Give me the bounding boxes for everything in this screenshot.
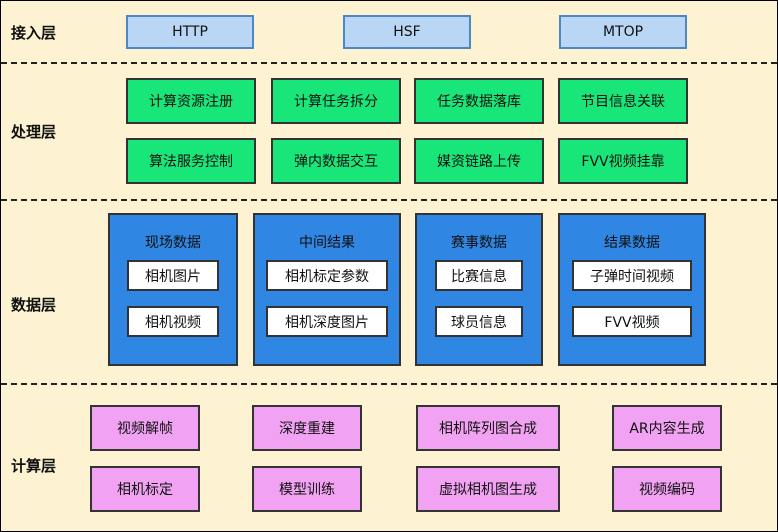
layer-label-processing: 处理层 [11, 123, 57, 141]
layer-divider [1, 199, 777, 201]
processing-box: 计算任务拆分 [271, 78, 401, 124]
data-group: 赛事数据 比赛信息 球员信息 [415, 213, 543, 366]
compute-box: 相机标定 [90, 466, 200, 512]
data-group-title: 结果数据 [604, 235, 660, 251]
data-item: 比赛信息 [435, 260, 523, 291]
compute-box: 相机阵列图合成 [416, 405, 560, 451]
processing-box: 任务数据落库 [414, 78, 544, 124]
layer-divider [1, 62, 777, 64]
access-box-hsf: HSF [343, 15, 471, 49]
compute-box: 模型训练 [252, 466, 362, 512]
data-group-title: 中间结果 [299, 235, 355, 251]
compute-box: 视频解帧 [90, 405, 200, 451]
data-item: 相机深度图片 [266, 306, 388, 337]
data-group-title: 赛事数据 [451, 235, 507, 251]
compute-box: AR内容生成 [612, 405, 722, 451]
layer-label-data: 数据层 [11, 296, 57, 314]
data-item: 球员信息 [435, 306, 523, 337]
layer-label-access: 接入层 [11, 24, 57, 42]
data-item: 相机图片 [127, 260, 219, 291]
processing-box: FVV视频挂靠 [558, 138, 688, 184]
access-box-http: HTTP [126, 15, 254, 49]
data-item: 子弹时间视频 [572, 260, 692, 291]
processing-box: 计算资源注册 [126, 78, 256, 124]
data-group: 结果数据 子弹时间视频 FVV视频 [558, 213, 706, 366]
compute-box: 视频编码 [612, 466, 722, 512]
data-group: 现场数据 相机图片 相机视频 [108, 213, 238, 366]
processing-box: 节目信息关联 [558, 78, 688, 124]
processing-box: 算法服务控制 [126, 138, 256, 184]
layer-label-compute: 计算层 [11, 457, 57, 475]
data-group: 中间结果 相机标定参数 相机深度图片 [253, 213, 401, 366]
data-item: 相机标定参数 [266, 260, 388, 291]
processing-box: 媒资链路上传 [414, 138, 544, 184]
layer-divider [1, 383, 777, 385]
data-item: FVV视频 [572, 306, 692, 337]
processing-box: 弹内数据交互 [271, 138, 401, 184]
data-group-title: 现场数据 [145, 235, 201, 251]
compute-box: 深度重建 [252, 405, 362, 451]
compute-box: 虚拟相机图生成 [416, 466, 560, 512]
access-box-mtop: MTOP [559, 15, 687, 49]
data-item: 相机视频 [127, 306, 219, 337]
